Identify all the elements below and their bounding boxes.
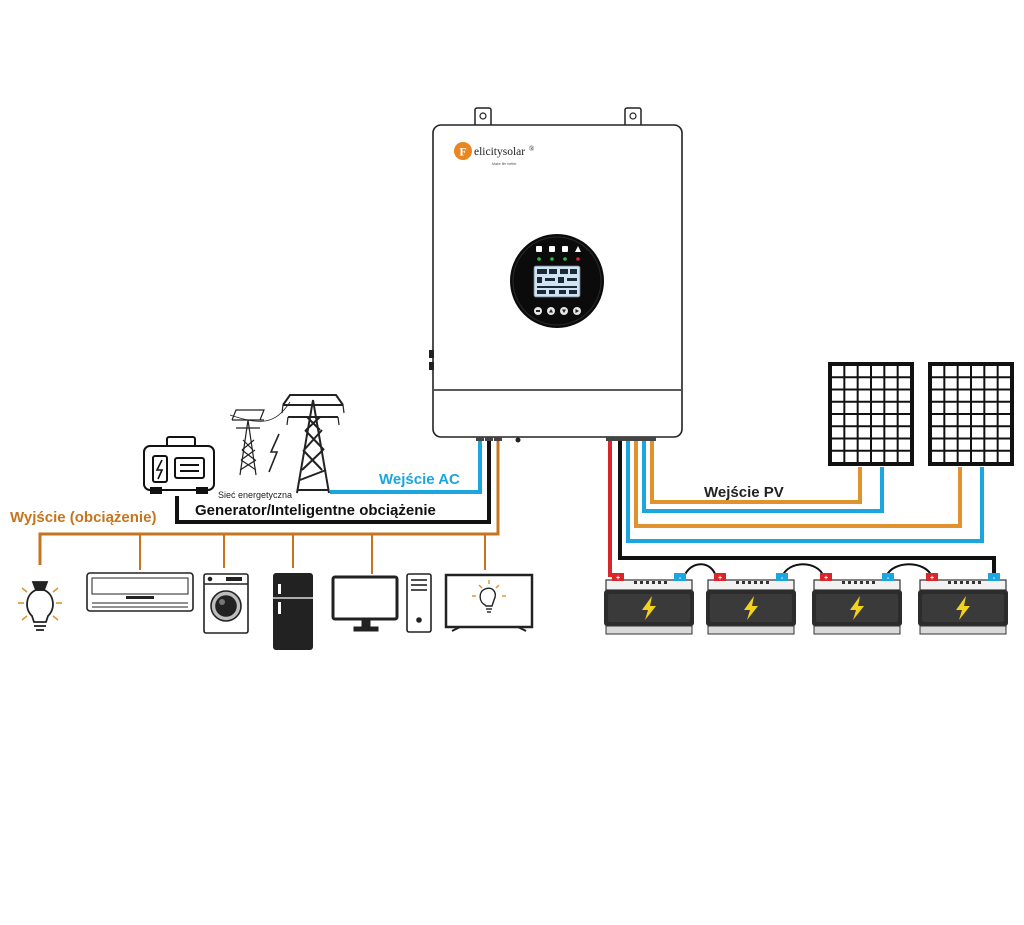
battery-red-wire — [608, 437, 618, 577]
solar-panel-icon — [828, 362, 914, 466]
output-drops — [139, 534, 486, 574]
bolt-icon — [956, 596, 970, 620]
ac-status-icon — [536, 246, 542, 252]
battery-icon: +- — [812, 573, 902, 635]
charge-status-icon — [562, 246, 568, 252]
battery-bank: +-+-+-+- — [604, 573, 1008, 635]
ac-input-wire — [330, 437, 482, 494]
inverter: F elicitysolar ® Make life better — [429, 107, 683, 443]
ac-input-label: Wejście AC — [379, 471, 460, 488]
generator-wire — [175, 437, 491, 524]
svg-text:®: ® — [529, 145, 535, 153]
control-panel — [510, 234, 604, 328]
output-label: Wyjście (obciążenie) — [10, 509, 156, 526]
generator-icon — [143, 436, 215, 494]
solar-panel-icon — [928, 362, 1014, 466]
svg-text:-: - — [993, 575, 996, 582]
monitor-icon — [331, 575, 399, 632]
battery-icon: +- — [706, 573, 796, 635]
negative-terminal — [776, 573, 788, 581]
fridge-icon — [273, 573, 313, 650]
bolt-icon — [850, 596, 864, 620]
svg-text:+: + — [824, 575, 828, 582]
battery-status-icon — [549, 246, 555, 252]
brand-logo: F elicitysolar ® Make life better — [454, 142, 535, 166]
bulb-icon — [18, 581, 62, 631]
battery-icon: +- — [604, 573, 694, 635]
positive-terminal — [820, 573, 832, 581]
warning-icon — [575, 246, 581, 252]
output-wire — [38, 437, 500, 565]
logo-icon — [454, 142, 472, 160]
svg-text:F: F — [459, 145, 466, 159]
washing-machine-icon — [203, 573, 249, 634]
svg-text:+: + — [616, 575, 620, 582]
svg-text:+: + — [930, 575, 934, 582]
svg-text:+: + — [718, 575, 722, 582]
generator-label: Generator/Inteligentne obciążenie — [195, 502, 436, 519]
bolt-icon — [642, 596, 656, 620]
negative-terminal — [882, 573, 894, 581]
svg-text:-: - — [781, 575, 784, 582]
positive-terminal — [612, 573, 624, 581]
pc-tower-icon — [406, 573, 432, 633]
brand-name: elicitysolar — [474, 146, 525, 158]
negative-terminal — [674, 573, 686, 581]
battery-icon: +- — [918, 573, 1008, 635]
pv-input-label: Wejście PV — [704, 484, 784, 501]
positive-terminal — [926, 573, 938, 581]
air-conditioner-icon — [86, 572, 194, 612]
bolt-icon — [744, 596, 758, 620]
brand-tagline: Make life better — [492, 162, 517, 166]
tv-icon — [444, 573, 534, 632]
panel-buttons — [534, 307, 581, 315]
pv2-blue-wire — [626, 437, 984, 543]
negative-terminal — [988, 573, 1000, 581]
grid-label: Sieć energetyczna — [218, 490, 292, 500]
pv1-orange-wire — [650, 437, 862, 504]
inverter-ports — [476, 437, 656, 441]
battery-black-wire — [618, 437, 996, 575]
svg-text:-: - — [887, 575, 890, 582]
status-leds — [537, 257, 580, 261]
pv2-orange-wire — [634, 437, 962, 528]
pv1-blue-wire — [642, 437, 884, 513]
power-tower-icon — [229, 394, 345, 494]
positive-terminal — [714, 573, 726, 581]
svg-text:-: - — [679, 575, 682, 582]
